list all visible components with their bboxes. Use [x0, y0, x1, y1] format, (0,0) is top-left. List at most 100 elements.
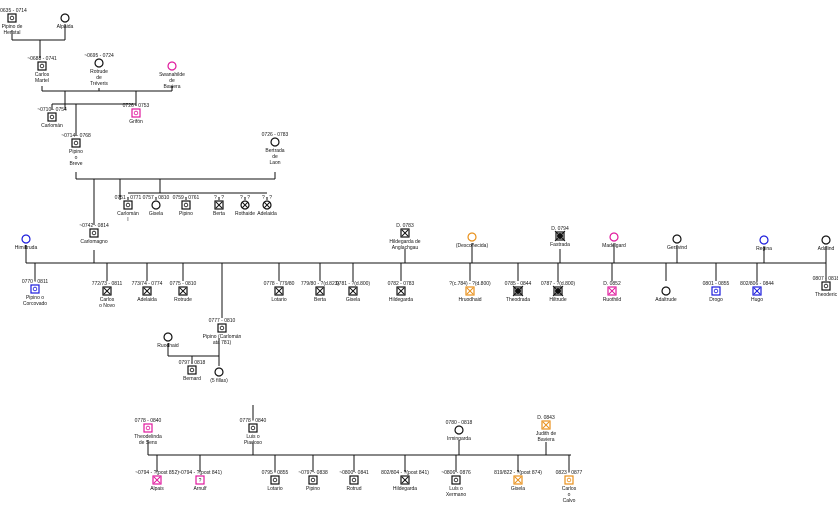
person-arnulf[interactable]: ~0794 - ?(post 841)?Arnulf: [178, 470, 222, 492]
person-gisela-b[interactable]: 0781 - ?(d.800)Gisela: [336, 281, 371, 303]
person-dates: 0770 - 0811: [22, 279, 49, 285]
inner-mark-icon: [133, 110, 139, 116]
person-dates: 819/822 - ?(post 874): [494, 470, 542, 476]
person-alpaida[interactable]: Alpaida: [57, 13, 74, 30]
person-adalind[interactable]: Adalind: [818, 235, 835, 252]
person-name: Hildegarda: [389, 297, 413, 303]
person-adaltrude[interactable]: Adaltrude: [655, 286, 677, 303]
person-dates: ~0710 - 0754: [37, 107, 67, 113]
person-name: Ruodhaid: [157, 343, 179, 349]
person-dates: ~0635 - 0714: [0, 8, 27, 14]
person-name: Gersvind: [667, 245, 687, 251]
person-name: Drogo: [709, 297, 723, 303]
person-dates: ? - ?: [240, 195, 250, 201]
person-ruodhaid[interactable]: Ruodhaid: [157, 332, 179, 349]
female-symbol-icon: [94, 58, 104, 68]
person-alpais[interactable]: ~0794 - ?(post 852)Alpais: [135, 470, 179, 492]
person-dates: 0782 - 0783: [388, 281, 415, 287]
inner-mark-icon: [566, 477, 572, 483]
person-name: Pipino: [179, 211, 193, 217]
person-name: Gisela: [511, 486, 525, 492]
person-name: Rotrud: [346, 486, 361, 492]
person-dates: ?(c.784) - ?(d.800): [449, 281, 491, 287]
person-name: Arnulf: [193, 486, 207, 492]
person-dates: 0777 - 0810: [209, 318, 236, 324]
person-name: Hruodhaid: [458, 297, 481, 303]
person-rothaide-a[interactable]: ? - ?Rothaide: [235, 195, 255, 217]
person-dates: 0726 - 0783: [262, 132, 289, 138]
person-fillas[interactable]: (5 fillas): [210, 367, 228, 384]
inner-mark-icon: [49, 114, 55, 120]
person-berta-b[interactable]: 779/80 - ?(d.823)Berta: [301, 281, 340, 303]
person-dates: 0795 - 0855: [262, 470, 289, 476]
person-adelaida-a[interactable]: ? - ?Adelaida: [257, 195, 277, 217]
person-madelgard[interactable]: Madelgard: [602, 232, 626, 249]
male-symbol-icon: [47, 112, 57, 122]
person-name: Himiltruda: [15, 245, 38, 251]
person-hildegarda-c[interactable]: 802/804 - ?(post 841)Hildegarda: [381, 470, 429, 492]
inner-mark-icon: [32, 286, 38, 292]
male-symbol-icon: [195, 475, 205, 485]
person-dates: 0781 - ?(d.800): [336, 281, 371, 287]
person-berta-a[interactable]: ? - ?Berta: [213, 195, 225, 217]
person-hruodhaid[interactable]: ?(c.784) - ?(d.800) Hruodhaid: [449, 281, 491, 303]
inner-mark-icon: [39, 63, 45, 69]
person-dates: ~0688 - 0741: [27, 56, 57, 62]
person-gisela-c[interactable]: 819/822 - ?(post 874) Gisela: [494, 470, 542, 492]
person-regina[interactable]: Regina: [756, 235, 772, 252]
person-dates: 0797 - 0818: [179, 360, 206, 366]
person-dates: ? - ?: [214, 195, 224, 201]
person-hiltrude[interactable]: 0787 - ?(d.800)Hiltrude: [541, 281, 576, 303]
person-dates: 802/806 - 0844: [740, 281, 774, 287]
person-himiltruda[interactable]: Himiltruda: [15, 234, 38, 251]
person-descoñecida[interactable]: (Descoñecida): [456, 232, 489, 249]
person-name: Pipino: [306, 486, 320, 492]
family-lines: [11, 24, 827, 472]
person-dates: 772/73 - 0811: [92, 281, 123, 287]
male-symbol-icon: [30, 284, 40, 294]
person-name: Lotario: [271, 297, 287, 303]
person-dates: ~0800 - 0841: [339, 470, 369, 476]
person-gersvind[interactable]: Gersvind: [667, 234, 687, 251]
